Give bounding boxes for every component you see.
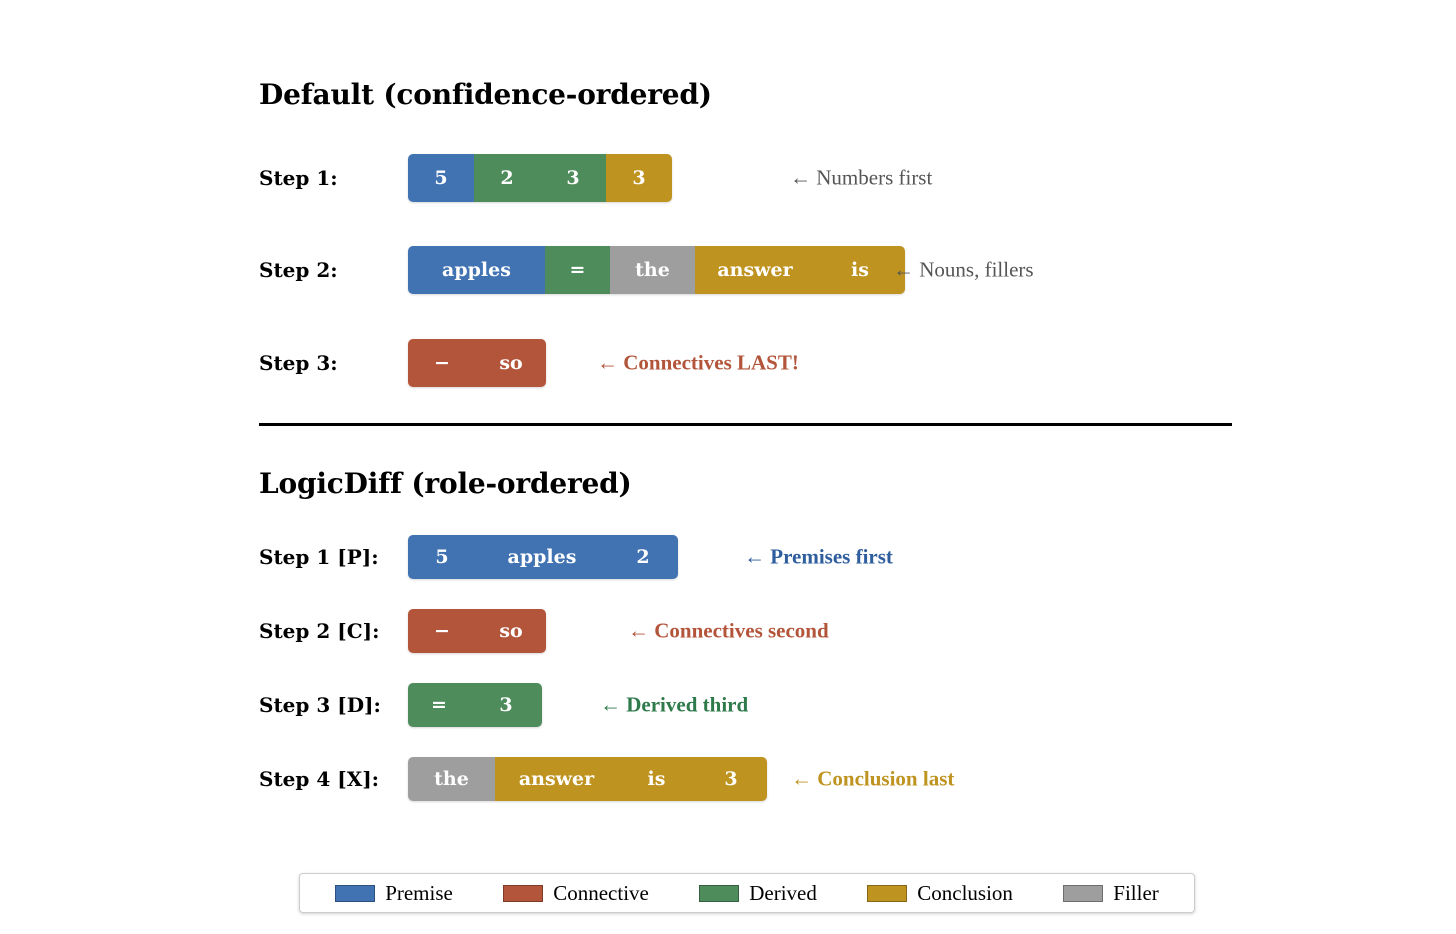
token-segment-derived: 3 xyxy=(540,154,606,202)
token-segment-filler: the xyxy=(610,246,695,294)
token-text: 3 xyxy=(499,693,513,716)
token-segment-connective: − xyxy=(408,339,476,387)
step-annotation: ← Derived third xyxy=(600,692,749,717)
step-annotation: ← Premises first xyxy=(744,544,893,569)
token-segment-conclusion: 3 xyxy=(695,757,767,801)
token-bar: 5 2 3 3 xyxy=(408,154,672,202)
token-text: is xyxy=(851,258,869,281)
token-text: so xyxy=(499,619,523,642)
token-segment-connective: − xyxy=(408,609,476,653)
token-text: is xyxy=(647,767,666,790)
step-label: Step 1: xyxy=(259,166,338,190)
step-annotation: ← Numbers first xyxy=(790,165,933,190)
token-text: so xyxy=(499,351,523,374)
token-bar: − so xyxy=(408,609,546,653)
token-text: answer xyxy=(518,767,595,790)
legend-item-premise: Premise xyxy=(335,881,453,906)
token-segment-premise: apples xyxy=(476,535,608,579)
step-annotation: ← Nouns, fillers xyxy=(893,257,1034,282)
token-text: 3 xyxy=(566,166,580,189)
step-annotation: ← Connectives LAST! xyxy=(597,350,799,375)
token-segment-conclusion: 3 xyxy=(606,154,672,202)
token-text: = xyxy=(569,258,586,281)
token-bar: apples = the answer is xyxy=(408,246,905,294)
token-text: 5 xyxy=(434,166,448,189)
step-label: Step 3 [D]: xyxy=(259,693,381,717)
step-label: Step 1 [P]: xyxy=(259,545,379,569)
legend-item-connective: Connective xyxy=(503,881,649,906)
step-row: Step 1 [P]: 5 apples 2 ← Premises first xyxy=(259,531,1259,583)
section-title-default: Default (confidence-ordered) xyxy=(259,78,712,111)
token-segment-derived: = xyxy=(408,683,470,727)
token-segment-derived: = xyxy=(545,246,610,294)
token-bar: 5 apples 2 xyxy=(408,535,678,579)
step-row: Step 4 [X]: the answer is 3 ← Conclusion last xyxy=(259,753,1259,805)
token-segment-derived: 3 xyxy=(470,683,542,727)
token-bar: =3 xyxy=(408,683,542,727)
token-segment-connective: so xyxy=(476,339,546,387)
token-segment-premise: 5 xyxy=(408,154,474,202)
token-text: 2 xyxy=(636,545,650,568)
token-segment-conclusion: is xyxy=(815,246,905,294)
legend-label: Derived xyxy=(749,880,817,905)
step-row: Step 3: − so ← Connectives LAST! xyxy=(259,337,1259,389)
step-label: Step 4 [X]: xyxy=(259,767,380,791)
token-text: the xyxy=(635,258,670,281)
step-annotation: ← Conclusion last xyxy=(791,766,955,791)
legend-label: Filler xyxy=(1113,880,1159,905)
token-text: answer xyxy=(717,258,793,281)
token-text: = xyxy=(431,693,447,716)
token-text: − xyxy=(434,351,450,374)
token-segment-premise: 2 xyxy=(608,535,678,579)
legend-swatch-premise xyxy=(335,884,376,902)
step-row: Step 2: apples = the answer is ← Nouns, filler… xyxy=(259,244,1259,296)
legend-item-conclusion: Conclusion xyxy=(867,881,1013,906)
token-segment-derived: 2 xyxy=(474,154,540,202)
legend-label: Premise xyxy=(385,880,453,905)
legend-label: Conclusion xyxy=(917,880,1013,905)
legend-swatch-derived xyxy=(699,884,740,902)
step-row: Step 2 [C]: − so ← Connectives second xyxy=(259,605,1259,657)
step-row: Step 3 [D]:=3← Derived third xyxy=(259,679,1259,731)
token-text: 3 xyxy=(724,767,738,790)
token-text: 2 xyxy=(500,166,514,189)
legend-swatch-conclusion xyxy=(867,884,908,902)
token-segment-conclusion: is xyxy=(618,757,695,801)
legend-swatch-filler xyxy=(1063,884,1104,902)
token-text: − xyxy=(434,619,450,642)
token-bar: the answer is 3 xyxy=(408,757,767,801)
section-divider xyxy=(259,423,1232,426)
step-label: Step 2: xyxy=(259,258,338,282)
token-text: apples xyxy=(507,545,577,568)
token-text: 3 xyxy=(632,166,646,189)
token-segment-connective: so xyxy=(476,609,546,653)
section-title-logicdiff: LogicDiff (role-ordered) xyxy=(259,467,632,500)
legend-label: Connective xyxy=(553,880,649,905)
token-segment-premise: apples xyxy=(408,246,545,294)
step-label: Step 3: xyxy=(259,351,338,375)
step-annotation: ← Connectives second xyxy=(628,618,829,643)
step-row: Step 1: 5 2 3 3 ← Numbers first xyxy=(259,152,1259,204)
legend-swatch-connective xyxy=(503,884,544,902)
token-text: apples xyxy=(442,258,511,281)
token-segment-conclusion: answer xyxy=(695,246,815,294)
legend: Premise Connective Derived Conclusion Filler xyxy=(299,873,1195,913)
step-label: Step 2 [C]: xyxy=(259,619,380,643)
token-segment-conclusion: answer xyxy=(495,757,618,801)
token-bar: − so xyxy=(408,339,546,387)
token-text: the xyxy=(434,767,469,790)
token-text: 5 xyxy=(435,545,449,568)
token-segment-premise: 5 xyxy=(408,535,476,579)
token-segment-filler: the xyxy=(408,757,495,801)
legend-item-derived: Derived xyxy=(699,881,817,906)
legend-item-filler: Filler xyxy=(1063,881,1159,906)
